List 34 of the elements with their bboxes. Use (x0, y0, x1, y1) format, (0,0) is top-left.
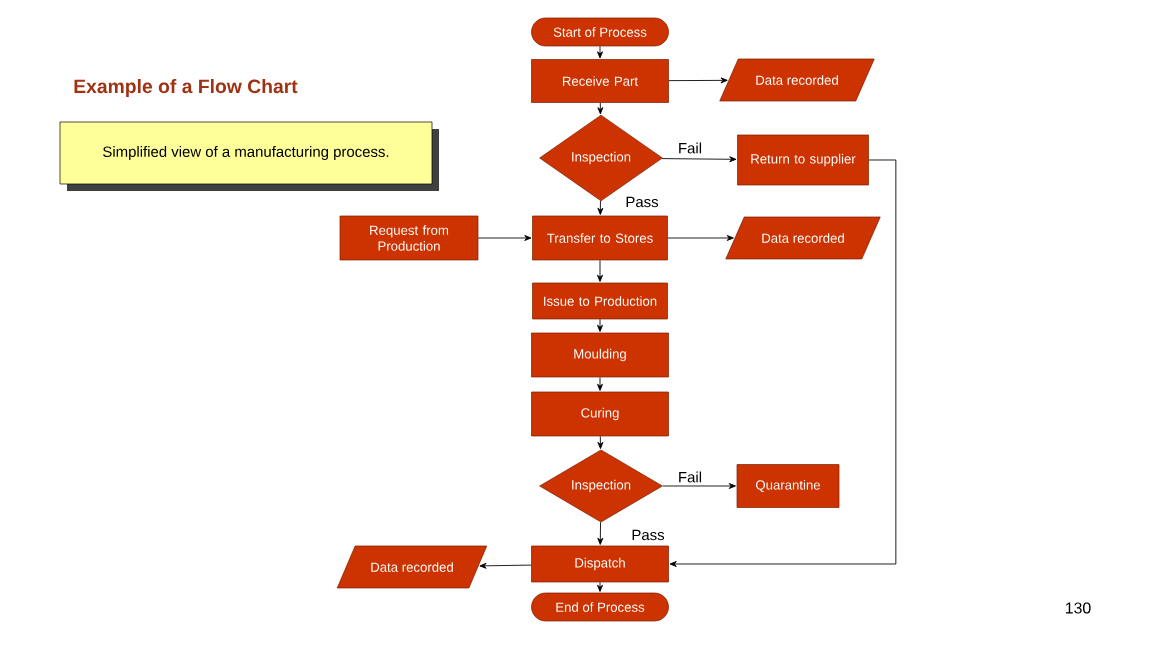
arrow (661, 156, 737, 163)
arrow (669, 159, 897, 567)
arrow (597, 259, 603, 282)
edge-label: Fail (676, 140, 704, 156)
data-parallelogram: Data recorded (725, 216, 881, 260)
arrow (597, 45, 603, 59)
process-box: Curing (531, 391, 669, 437)
process-box: Request from Production (339, 215, 479, 261)
arrow (597, 376, 603, 391)
process-box: Issue to Production (532, 282, 668, 320)
arrow (597, 521, 604, 545)
arrow (662, 483, 736, 489)
process-box: Quarantine (736, 464, 840, 508)
process-box: Return to supplier (737, 134, 869, 186)
arrow (597, 200, 604, 215)
arrow (597, 102, 604, 115)
edge-label: Fail (676, 469, 704, 485)
arrow (668, 77, 728, 84)
edge-label: Pass (629, 528, 667, 542)
note-box: Simplified view of a manufacturing process. (59, 121, 439, 191)
arrow (597, 435, 604, 449)
arrow (597, 581, 603, 592)
process-box: Receive Part (531, 59, 669, 103)
arrow (479, 562, 532, 569)
arrow (597, 318, 603, 332)
process-box: Transfer to Stores (532, 215, 668, 261)
data-parallelogram: Data recorded (719, 58, 875, 102)
data-parallelogram: Data recorded (336, 545, 488, 589)
title: Example of a Flow Chart (74, 79, 298, 97)
arrow (667, 235, 734, 241)
arrow (477, 235, 532, 241)
page-number: 130 (1066, 602, 1091, 614)
process-box: Dispatch (531, 545, 669, 583)
process-box: Moulding (531, 332, 669, 378)
